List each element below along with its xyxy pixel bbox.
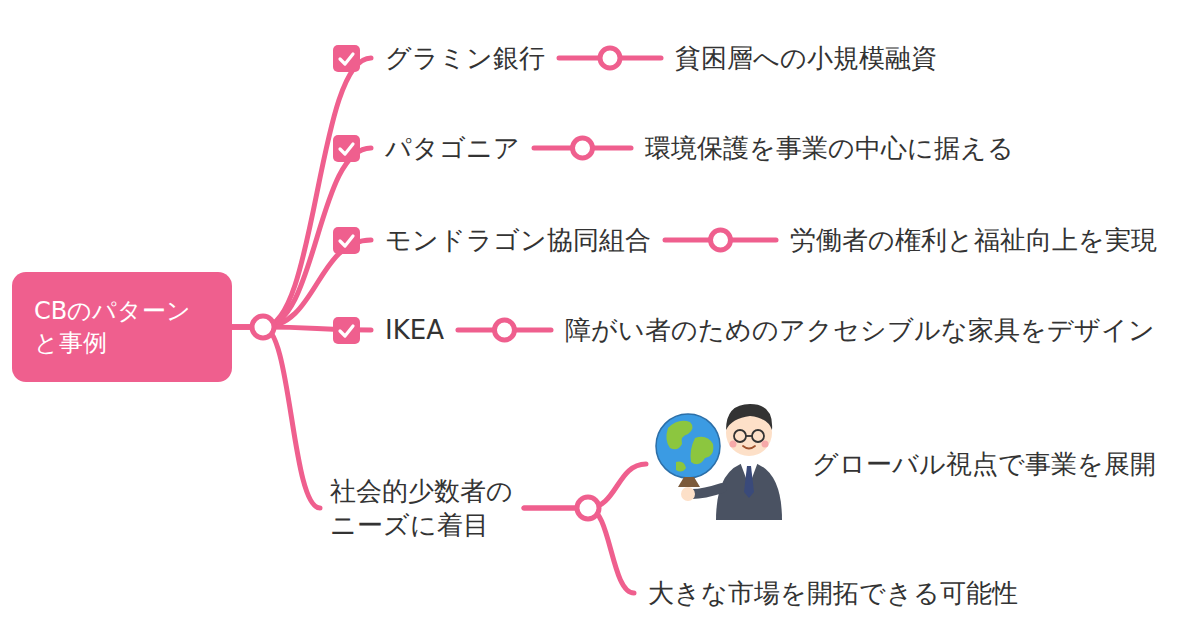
topic-text: CBのパターンと事例 xyxy=(34,295,210,359)
junction-dot xyxy=(577,497,599,519)
checkbox-icon xyxy=(333,227,360,254)
businessman-illustration xyxy=(681,404,782,520)
topic-text: パタゴニア xyxy=(385,131,520,165)
topic-text: グローバル視点で事業を展開 xyxy=(812,447,1156,481)
description-topic: 労働者の権利と福祉向上を実現 xyxy=(780,221,1167,259)
example-topic: モンドラゴン協同組合 xyxy=(375,221,661,259)
branch-line xyxy=(232,58,371,327)
branch-line xyxy=(232,148,371,327)
topic-text: IKEA xyxy=(385,313,444,347)
topic: 社会的少数者のニーズに着目 xyxy=(324,472,524,544)
junction-dot xyxy=(573,138,593,158)
topic-text: 環境保護を事業の中心に据える xyxy=(645,131,1014,165)
example-topic: IKEA xyxy=(375,311,454,349)
description-topic: 障がい者のためのアクセシブルな家具をデザイン xyxy=(555,311,1165,349)
root-topic: CBのパターンと事例 xyxy=(12,272,232,382)
example-topic: グラミン銀行 xyxy=(375,39,555,77)
example-topic: パタゴニア xyxy=(375,129,530,167)
junction-dot xyxy=(252,316,274,338)
topic-text: 社会的少数者のニーズに着目 xyxy=(330,474,518,542)
checkbox-icon xyxy=(333,135,360,162)
description-topic: 貧困層への小規模融資 xyxy=(665,39,947,77)
topic-text: グラミン銀行 xyxy=(385,41,545,75)
subtopic: 大きな市場を開拓できる可能性 xyxy=(638,574,1028,612)
topic-text: 障がい者のためのアクセシブルな家具をデザイン xyxy=(565,313,1155,347)
topic-text: モンドラゴン協同組合 xyxy=(385,223,651,257)
topic-text: 労働者の権利と福祉向上を実現 xyxy=(790,223,1157,257)
junction-dot xyxy=(600,48,620,68)
junction-dot xyxy=(711,230,731,250)
branch-line xyxy=(524,508,634,593)
topic-text: 貧困層への小規模融資 xyxy=(675,41,937,75)
checkbox-icon xyxy=(333,45,360,72)
topic-text: 大きな市場を開拓できる可能性 xyxy=(648,576,1018,610)
description-topic: 環境保護を事業の中心に据える xyxy=(635,129,1024,167)
checkbox-icons xyxy=(333,45,360,344)
checkbox-icon xyxy=(333,317,360,344)
branch-line xyxy=(232,327,320,508)
junction-dot xyxy=(494,320,514,340)
subtopic: グローバル視点で事業を展開 xyxy=(650,445,1166,483)
globe-illustration xyxy=(656,414,720,487)
